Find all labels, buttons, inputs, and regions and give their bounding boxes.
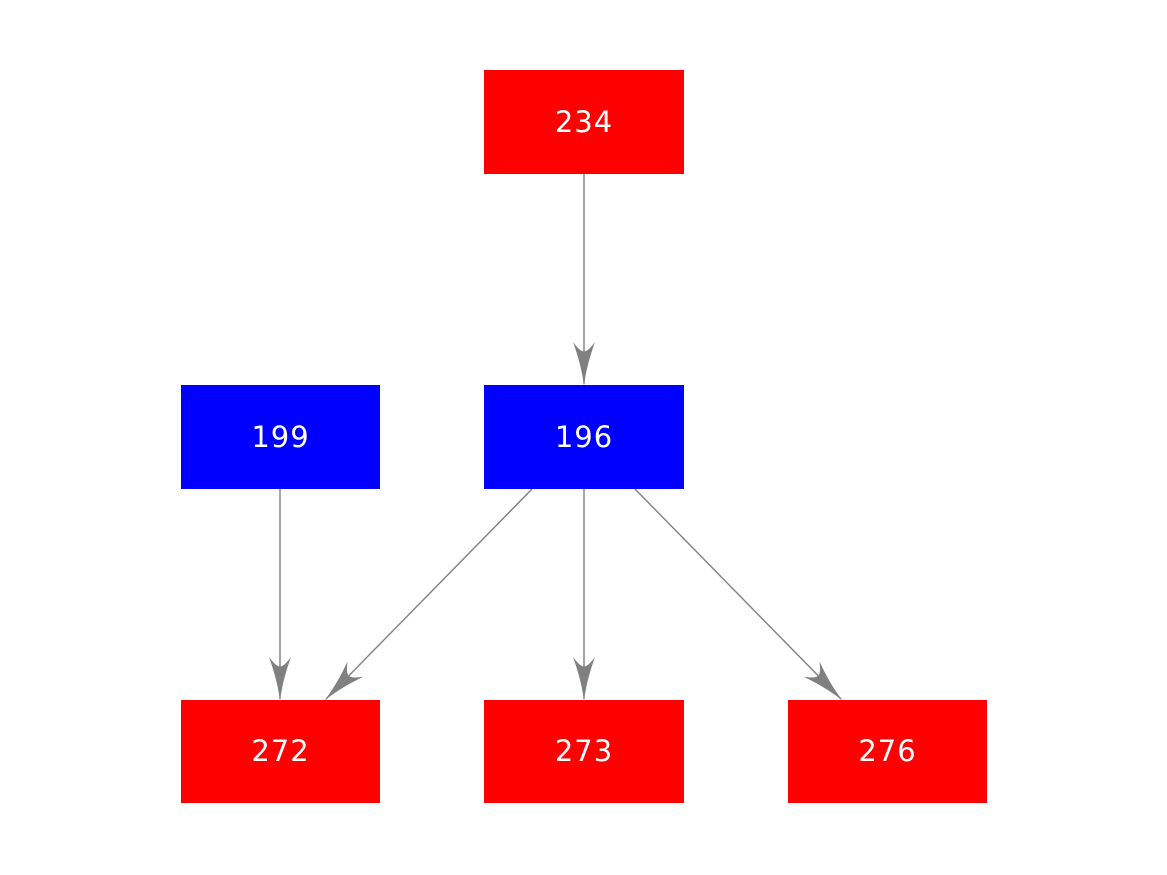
node-label: 276	[858, 734, 917, 768]
edge-196-276	[634, 488, 843, 701]
node-label: 272	[251, 734, 310, 768]
node-199: 199	[181, 385, 380, 489]
node-label: 234	[554, 104, 614, 139]
node-label: 196	[554, 419, 614, 454]
node-276: 276	[788, 700, 987, 803]
node-196: 196	[484, 385, 684, 489]
node-label: 199	[251, 419, 310, 454]
node-272: 272	[181, 700, 380, 803]
edge-196-272	[324, 488, 533, 701]
node-234: 234	[484, 70, 684, 174]
node-273: 273	[484, 700, 684, 803]
node-label: 273	[554, 734, 614, 768]
